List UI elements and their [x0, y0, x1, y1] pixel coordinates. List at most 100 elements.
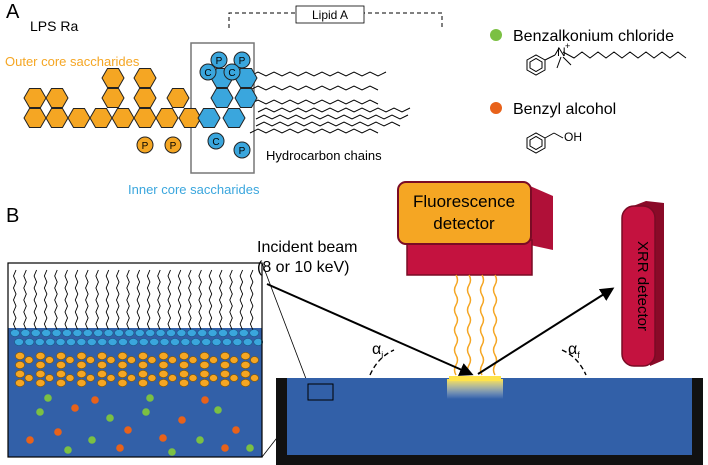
- inner-core-bead: [14, 338, 24, 346]
- lipid-tail: [229, 269, 233, 331]
- inner-core-bead: [149, 338, 159, 346]
- incident-beam: [266, 283, 474, 376]
- inner-core-bead: [187, 329, 197, 337]
- beam-footprint-glow: [447, 379, 503, 399]
- outer-core-bead: [179, 379, 189, 387]
- balc-oh-label: OH: [564, 130, 582, 144]
- inner-core-bead: [30, 329, 41, 337]
- lipid-tail: [157, 269, 161, 331]
- outer-core-bead: [240, 352, 251, 360]
- outer-core-label: Outer core saccharides: [5, 54, 140, 69]
- xrr-detector-body: [621, 205, 656, 367]
- outer-core-bead: [15, 361, 25, 369]
- fluorescence-detector-nozzle: [406, 239, 533, 276]
- outer-core-bead: [56, 370, 66, 378]
- lipid-tail: [13, 269, 17, 331]
- outer-core-bead: [250, 374, 259, 382]
- inner-core-bead: [62, 329, 72, 337]
- lipid-tail: [64, 269, 68, 331]
- outer-core-bead: [199, 361, 210, 369]
- inset-border: [7, 262, 263, 458]
- fluorescence-label-line1: Fluorescence: [413, 192, 515, 211]
- outer-core-bead: [15, 379, 25, 387]
- balc-structure: [526, 132, 564, 154]
- outer-core-bead: [138, 370, 148, 378]
- inner-core-bead: [166, 329, 176, 337]
- outer-core-bead: [188, 356, 198, 364]
- zoom-line-top: [261, 262, 309, 385]
- phosphate-circle-text: P: [170, 141, 177, 152]
- lipid-tail: [43, 269, 48, 331]
- balc-molecule: [201, 396, 209, 404]
- outer-core-bead: [240, 361, 251, 369]
- inner-core-bead: [107, 338, 118, 346]
- lipid-tail: [208, 269, 213, 331]
- outer-saccharide-hex: [166, 88, 190, 108]
- xrr-label: XRR detector: [634, 241, 651, 331]
- inset-lipid-tails: [13, 269, 254, 331]
- panel-a-label: A: [6, 1, 20, 23]
- alpha-f-label: αf: [568, 341, 580, 360]
- inner-core-bead: [222, 338, 232, 346]
- inner-core-bead: [239, 329, 249, 337]
- phosphate-circle: [233, 141, 251, 159]
- incident-label-line2: (8 or 10 keV): [257, 259, 349, 276]
- phosphate-circle: [210, 51, 228, 69]
- zoom-box: [307, 383, 334, 401]
- inner-core-bead: [24, 338, 35, 346]
- bac-molecule: [106, 414, 114, 422]
- carbon-circle-text: C: [204, 68, 211, 79]
- bac-molecule: [88, 436, 96, 444]
- inner-core-bead: [103, 329, 114, 337]
- phosphate-circle-text: P: [142, 141, 149, 152]
- outer-core-bead: [229, 356, 239, 364]
- outer-core-bead: [106, 356, 116, 364]
- phosphate-circle: [164, 136, 182, 154]
- bac-molecule: [168, 448, 176, 456]
- balc-molecule: [54, 428, 62, 436]
- outer-core-bead: [229, 374, 239, 382]
- outer-core-bead: [56, 361, 66, 369]
- outer-core-bead: [127, 374, 136, 382]
- balc-legend-label: Benzyl alcohol: [513, 101, 616, 118]
- outer-saccharide-hex: [67, 108, 91, 128]
- outer-core-bead: [179, 370, 189, 378]
- lipid-tail: [85, 269, 89, 331]
- phosphate-circle-text: P: [216, 56, 223, 67]
- carbon-circle-text: C: [212, 137, 219, 148]
- bac-molecule: [142, 408, 150, 416]
- inner-core-bead: [34, 338, 45, 346]
- inner-core-bead: [83, 329, 93, 337]
- outer-saccharide-hex: [45, 88, 69, 108]
- inner-core-bead: [10, 329, 20, 337]
- lipid-tail: [188, 269, 192, 331]
- outer-core-bead: [199, 352, 210, 360]
- inner-core-bead: [135, 329, 145, 337]
- lps-title: LPS Ra: [30, 18, 78, 34]
- outer-saccharide-hex: [111, 108, 135, 128]
- inner-core-bead: [232, 338, 243, 346]
- lipid-tail: [249, 269, 254, 331]
- outer-core-bead: [35, 352, 46, 360]
- outer-core-bead: [117, 361, 128, 369]
- inner-core-bead: [211, 338, 222, 346]
- outer-saccharide-hex: [101, 88, 125, 108]
- inner-core-bead: [66, 338, 76, 346]
- lipid-tail: [74, 269, 79, 331]
- inner-core-bead: [176, 329, 187, 337]
- bac-molecule: [146, 394, 154, 402]
- balc-molecule: [159, 434, 167, 442]
- outer-core-bead: [147, 374, 157, 382]
- inner-saccharide-hex: [234, 88, 258, 108]
- inner-core-bead: [55, 338, 66, 346]
- outer-saccharide-hex: [45, 108, 69, 128]
- outer-core-bead: [117, 370, 128, 378]
- balc-molecule: [232, 426, 240, 434]
- panel-b-label: B: [6, 205, 19, 227]
- lipid-tail: [33, 269, 38, 331]
- bac-molecule: [196, 436, 204, 444]
- outer-core-bead: [35, 370, 46, 378]
- outer-core-bead: [45, 356, 54, 364]
- outer-saccharide-hex: [89, 108, 113, 128]
- inner-core-bead: [159, 338, 170, 346]
